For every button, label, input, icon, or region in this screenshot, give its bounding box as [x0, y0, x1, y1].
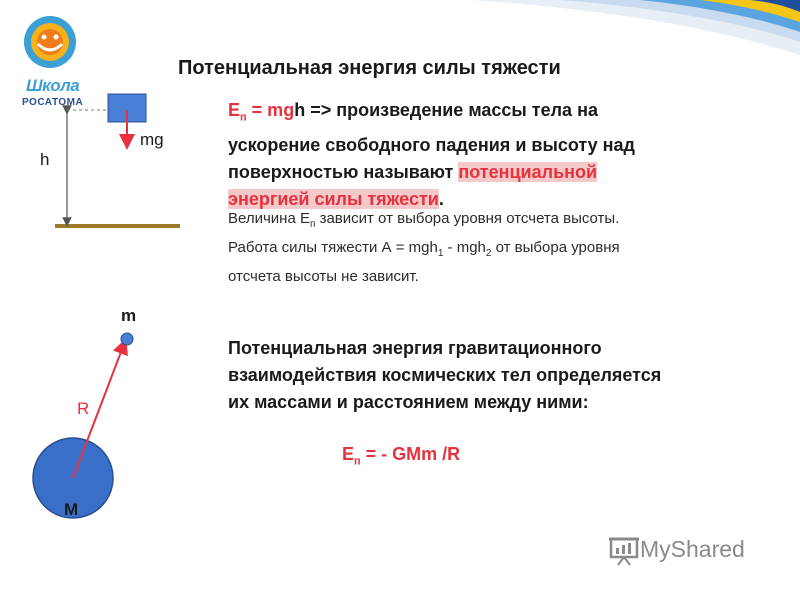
gravitation-formula: Eп = - GMm /R [342, 444, 461, 468]
logo-sun-icon [24, 16, 76, 68]
formula-potential-energy: Eп = mg [228, 100, 295, 124]
small-body-circle [120, 332, 134, 346]
definition-line-1: Eп = mgh => произведение массы тела на [228, 100, 598, 124]
big-mass-label: M [64, 500, 79, 519]
force-label: mg [140, 130, 164, 149]
gravitation-paragraph: Потенциальная энергия гравитационного вз… [228, 335, 661, 416]
gravitation-line-2: взаимодействия космических тел определяе… [228, 365, 662, 385]
page-title: Потенциальная энергия силы тяжести [178, 57, 561, 79]
work-line-1: Величина Еп зависит от выбора уровня отс… [228, 210, 620, 230]
small-mass-label: m [121, 306, 137, 325]
logo-word: Школа [26, 76, 80, 95]
watermark-text: MyShared [640, 536, 745, 563]
definition-line-2: ускорение свободного падения и высоту на… [228, 134, 635, 155]
radius-vector [72, 338, 128, 479]
work-line-2: Работа силы тяжести А = mgh1 - mgh2 от в… [228, 239, 620, 259]
radius-label: R [77, 399, 90, 418]
highlighted-term-2: энергией силы тяжести [228, 188, 439, 209]
work-line-3: отсчета высоты не зависит. [228, 268, 419, 285]
definition-paragraph: Eп = mgh => произведение массы тела на у… [228, 97, 635, 213]
watermark: MyShared [608, 536, 745, 566]
gravitation-line-1: Потенциальная энергия гравитационного [228, 338, 602, 358]
work-paragraph: Величина Еп зависит от выбора уровня отс… [228, 207, 620, 288]
definition-line-4: энергией силы тяжести. [228, 188, 444, 209]
gravitation-line-3: их массами и расстоянием между ними: [228, 392, 589, 412]
height-label: h [40, 150, 50, 169]
school-logo: Школа РОСАТОМА [8, 8, 118, 108]
presentation-icon [609, 537, 639, 566]
logo-subtitle: РОСАТОМА [22, 97, 84, 108]
definition-line-3: поверхностью называют потенциальной [228, 161, 598, 182]
highlighted-term: потенциальной [458, 161, 598, 182]
